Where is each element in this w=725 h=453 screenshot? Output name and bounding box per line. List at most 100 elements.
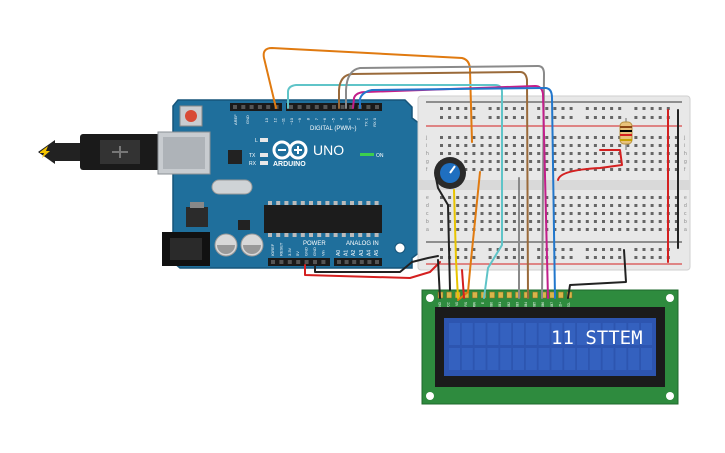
breadboard-hole[interactable] (666, 107, 670, 110)
lcd-pin[interactable] (523, 291, 530, 299)
wire-black-lcd-gnd[interactable] (437, 259, 441, 299)
breadboard-hole[interactable] (618, 144, 622, 147)
breadboard-hole[interactable] (488, 220, 492, 223)
breadboard-hole[interactable] (472, 107, 476, 110)
breadboard-hole[interactable] (585, 256, 589, 259)
breadboard-hole[interactable] (545, 168, 549, 171)
breadboard-hole[interactable] (618, 220, 622, 223)
breadboard-hole[interactable] (618, 168, 622, 171)
breadboard-hole[interactable] (626, 160, 630, 163)
breadboard-hole[interactable] (561, 107, 565, 110)
breadboard-hole[interactable] (593, 144, 597, 147)
breadboard-hole[interactable] (440, 256, 443, 259)
header-hole[interactable] (352, 260, 357, 264)
header-hole[interactable] (332, 105, 336, 109)
breadboard-hole[interactable] (488, 196, 492, 199)
breadboard-hole[interactable] (545, 107, 549, 110)
breadboard-hole[interactable] (658, 248, 662, 251)
breadboard-hole[interactable] (480, 228, 484, 231)
breadboard-hole[interactable] (561, 152, 565, 155)
breadboard-hole[interactable] (626, 144, 630, 147)
lcd-pin[interactable] (558, 291, 564, 299)
breadboard-hole[interactable] (650, 168, 654, 171)
breadboard-hole[interactable] (521, 228, 524, 231)
breadboard-hole[interactable] (642, 228, 646, 231)
breadboard-hole[interactable] (577, 212, 581, 215)
breadboard-hole[interactable] (464, 220, 468, 223)
breadboard-hole[interactable] (529, 196, 533, 199)
breadboard-hole[interactable] (488, 168, 492, 171)
breadboard-hole[interactable] (529, 168, 533, 171)
wire-black-lcd-k[interactable] (567, 249, 627, 299)
breadboard-hole[interactable] (658, 212, 662, 215)
breadboard-hole[interactable] (504, 220, 508, 223)
lcd-pin[interactable] (489, 291, 495, 299)
header-hole[interactable] (304, 260, 309, 264)
breadboard-hole[interactable] (634, 144, 638, 147)
breadboard-hole[interactable] (577, 152, 581, 155)
breadboard-hole[interactable] (674, 228, 678, 231)
breadboard-hole[interactable] (496, 160, 500, 163)
breadboard-hole[interactable] (521, 248, 524, 251)
breadboard-hole[interactable] (674, 136, 678, 139)
breadboard-hole[interactable] (602, 136, 605, 139)
breadboard-hole[interactable] (496, 144, 500, 147)
breadboard-hole[interactable] (593, 196, 597, 199)
breadboard-hole[interactable] (456, 116, 460, 119)
breadboard-hole[interactable] (674, 212, 678, 215)
breadboard-hole[interactable] (480, 212, 484, 215)
breadboard-hole[interactable] (602, 228, 605, 231)
breadboard-hole[interactable] (561, 168, 565, 171)
breadboard-hole[interactable] (650, 212, 654, 215)
breadboard-hole[interactable] (674, 160, 678, 163)
breadboard-hole[interactable] (602, 220, 605, 223)
breadboard-hole[interactable] (650, 204, 654, 207)
breadboard-hole[interactable] (650, 256, 654, 259)
breadboard-hole[interactable] (642, 212, 646, 215)
breadboard-hole[interactable] (504, 248, 508, 251)
breadboard-hole[interactable] (658, 107, 662, 110)
breadboard-hole[interactable] (553, 160, 557, 163)
breadboard-hole[interactable] (537, 144, 541, 147)
breadboard-hole[interactable] (585, 196, 589, 199)
breadboard-hole[interactable] (488, 144, 492, 147)
breadboard-hole[interactable] (618, 116, 622, 119)
breadboard-hole[interactable] (521, 160, 524, 163)
breadboard-hole[interactable] (512, 248, 516, 251)
breadboard-hole[interactable] (634, 160, 638, 163)
breadboard-hole[interactable] (512, 204, 516, 207)
breadboard-hole[interactable] (512, 256, 516, 259)
breadboard-hole[interactable] (610, 136, 614, 139)
breadboard-hole[interactable] (512, 220, 516, 223)
breadboard-hole[interactable] (504, 228, 508, 231)
breadboard-hole[interactable] (440, 144, 443, 147)
breadboard-hole[interactable] (634, 228, 638, 231)
breadboard-hole[interactable] (642, 220, 646, 223)
breadboard-hole[interactable] (504, 107, 508, 110)
breadboard-hole[interactable] (569, 144, 573, 147)
breadboard-hole[interactable] (529, 136, 533, 139)
header-hole[interactable] (367, 260, 372, 264)
breadboard-hole[interactable] (561, 248, 565, 251)
breadboard-hole[interactable] (545, 116, 549, 119)
breadboard-hole[interactable] (521, 256, 524, 259)
breadboard-hole[interactable] (650, 220, 654, 223)
breadboard-hole[interactable] (593, 220, 597, 223)
breadboard-hole[interactable] (658, 152, 662, 155)
breadboard-hole[interactable] (496, 116, 500, 119)
breadboard-hole[interactable] (674, 144, 678, 147)
breadboard-hole[interactable] (553, 168, 557, 171)
breadboard-hole[interactable] (577, 228, 581, 231)
breadboard-hole[interactable] (537, 220, 541, 223)
breadboard-hole[interactable] (504, 168, 508, 171)
breadboard-hole[interactable] (440, 196, 443, 199)
breadboard-hole[interactable] (602, 152, 605, 155)
breadboard-hole[interactable] (634, 168, 638, 171)
breadboard-hole[interactable] (602, 196, 605, 199)
breadboard-hole[interactable] (488, 256, 492, 259)
breadboard-hole[interactable] (618, 160, 622, 163)
header-hole[interactable] (297, 105, 302, 109)
breadboard-hole[interactable] (626, 196, 630, 199)
breadboard-hole[interactable] (512, 116, 516, 119)
wire-black-gnd[interactable] (314, 255, 439, 273)
